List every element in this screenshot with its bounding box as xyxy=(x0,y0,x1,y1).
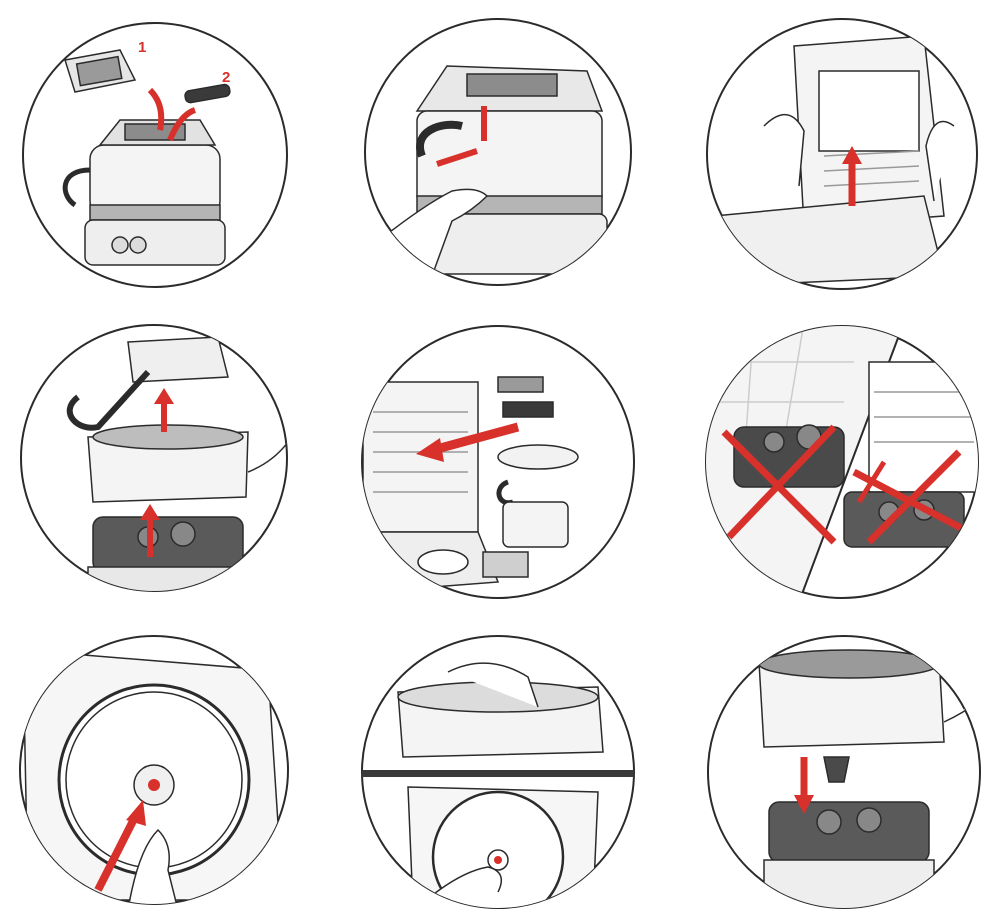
panel-lift-bowl-from-base xyxy=(18,322,290,594)
panel-reassemble-on-base xyxy=(704,632,984,912)
panel-lift-inner-lid xyxy=(704,16,980,292)
step-label-2: 2 xyxy=(222,69,230,86)
panel-dishwasher-safe-parts xyxy=(358,322,638,602)
step-label-1: 1 xyxy=(138,39,146,56)
panel-remove-lid-filters: 1 2 xyxy=(20,20,290,290)
panel-wipe-bowl-and-seal xyxy=(358,632,638,912)
panel-press-handle-release xyxy=(362,16,634,288)
panel-push-center-seal xyxy=(18,630,290,910)
panel-base-not-immersible-not-dishwasher xyxy=(704,322,980,602)
